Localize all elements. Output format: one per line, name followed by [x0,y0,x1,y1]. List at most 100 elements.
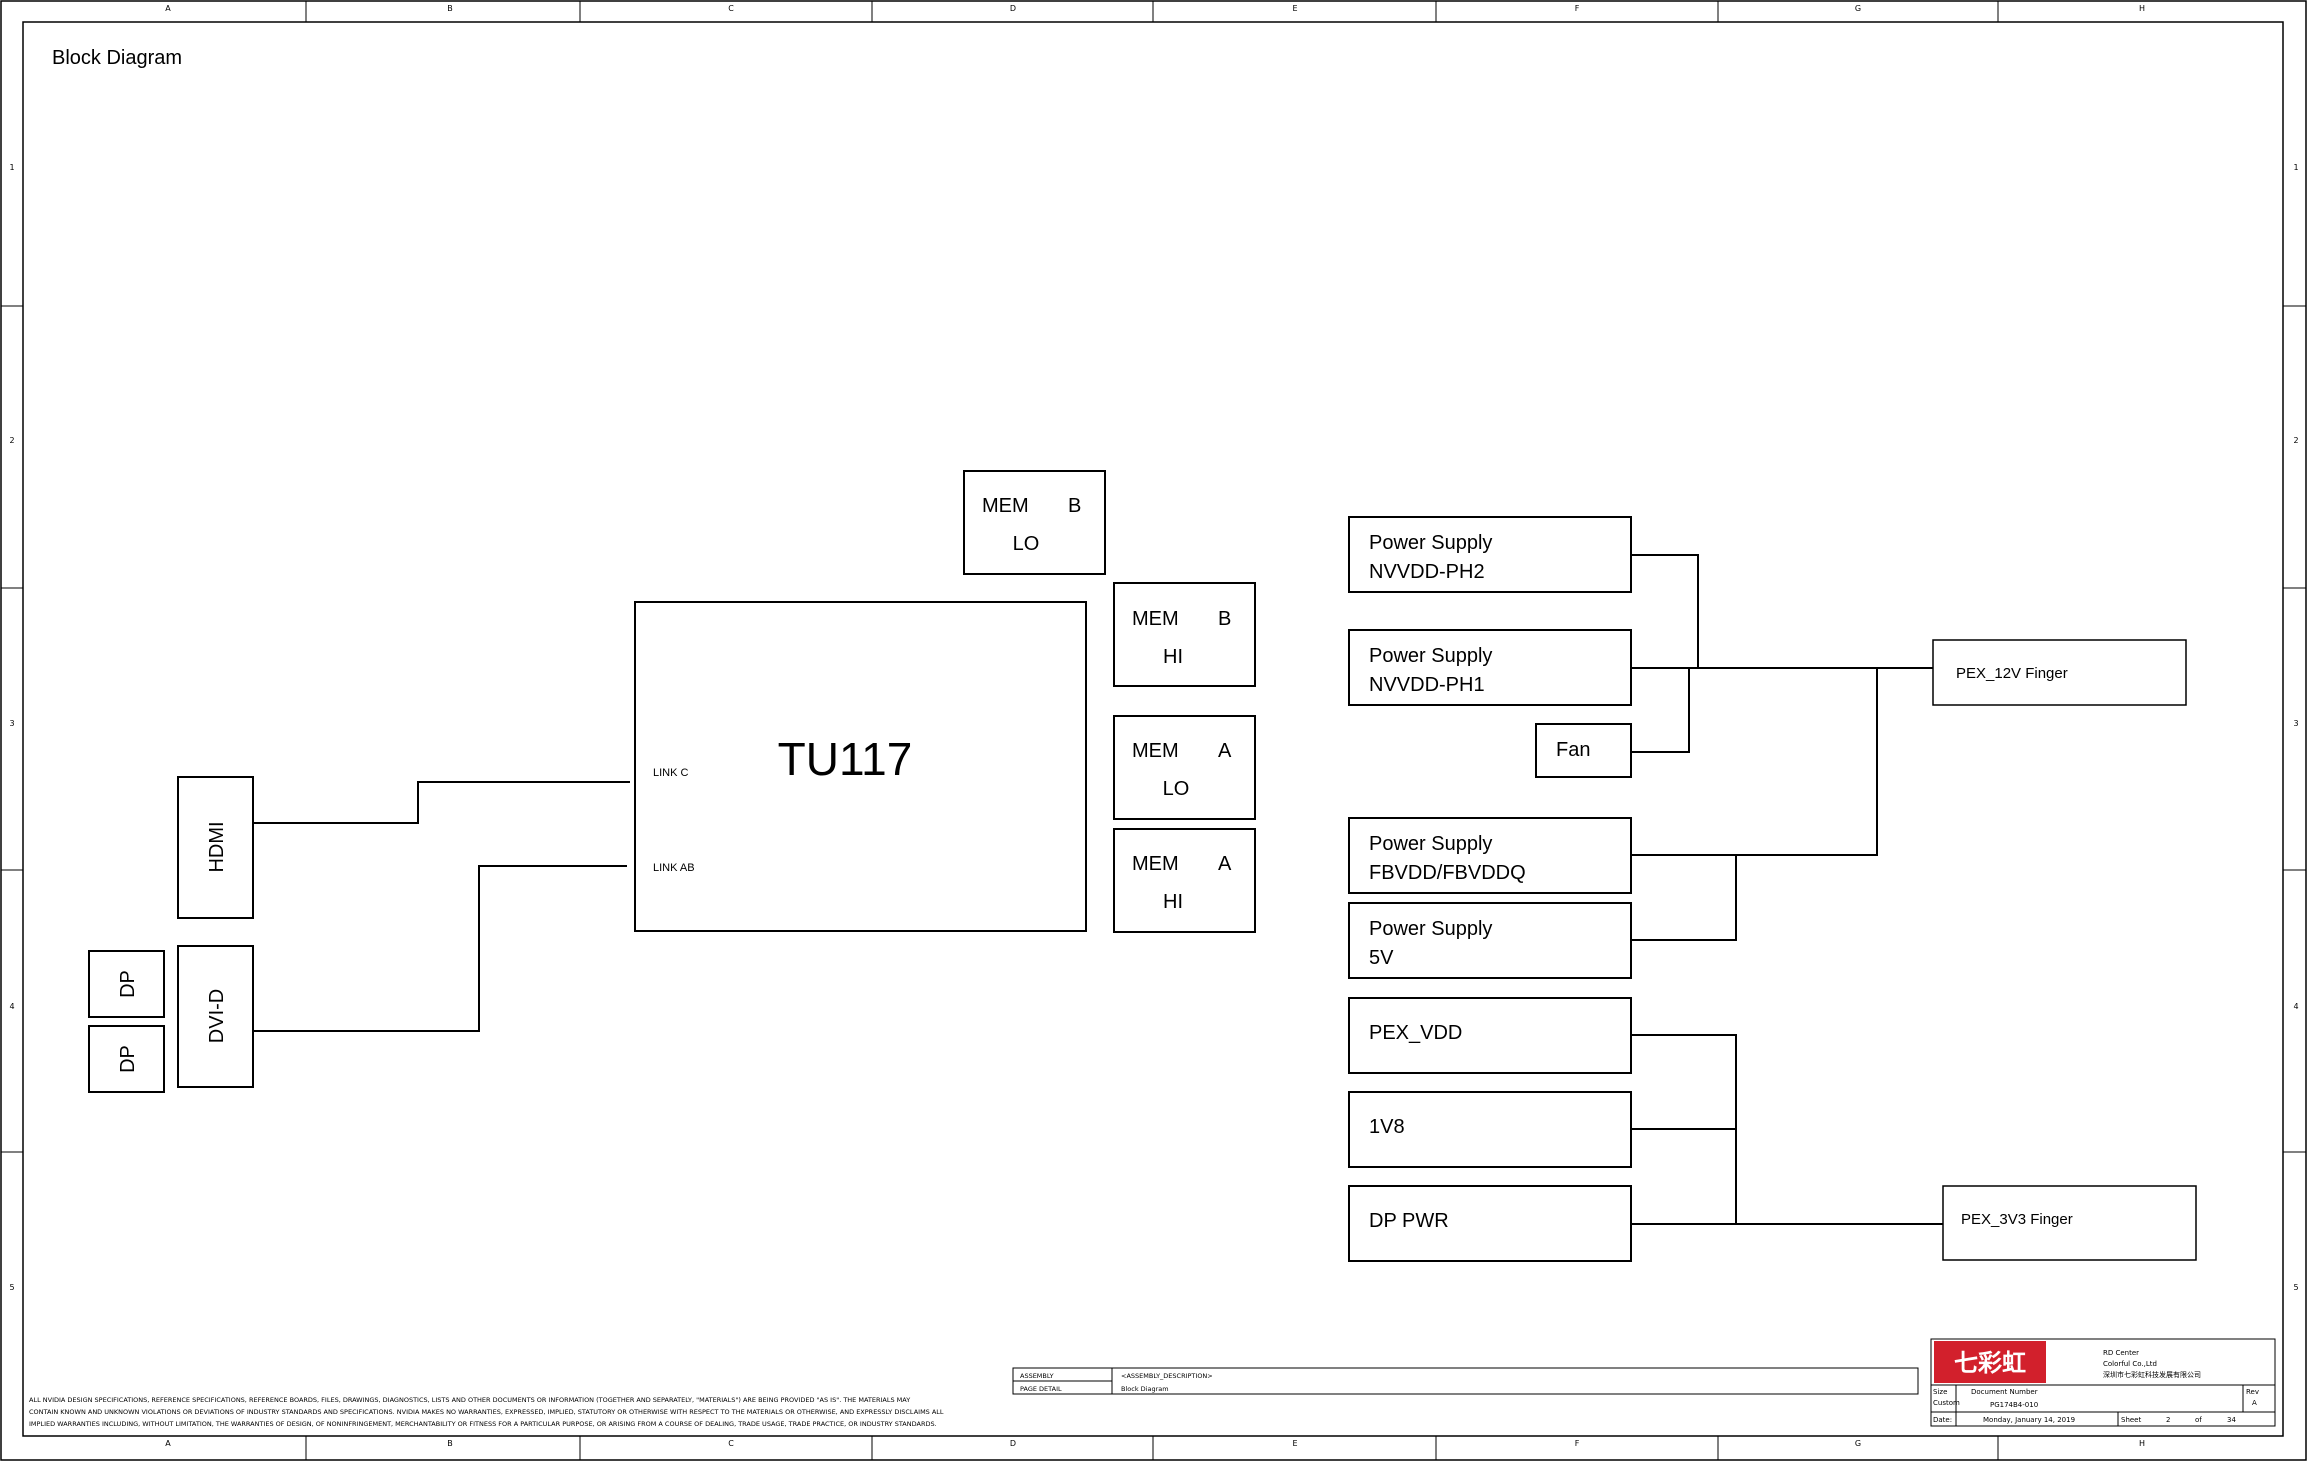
size-label: Size [1933,1388,1947,1396]
ps-fbvdd-box[interactable] [1348,817,1632,894]
ps-label: Power Supply [1369,918,1492,940]
dp-connector-2[interactable] [88,1025,165,1093]
row-label: 4 [9,1002,14,1011]
memory-a-lo-box[interactable] [1113,715,1256,820]
assembly-block [1012,1367,1919,1395]
dp-label-2: DP [117,1045,139,1073]
company: Colorful Co.,Ltd [2103,1360,2157,1368]
dp-pwr[interactable]: DP PWR [1348,1185,1632,1262]
dp-label-1: DP [117,970,139,998]
pex-vdd-label: PEX_VDD [1369,1022,1462,1044]
dp-pwr-box[interactable] [1348,1185,1632,1262]
dp-connector-1[interactable] [88,950,165,1018]
dvi-connector[interactable] [177,945,254,1088]
memory-a-hi[interactable]: MEM A HI [1113,828,1256,933]
pex-vdd[interactable]: PEX_VDD [1348,997,1632,1074]
fan-box[interactable] [1535,723,1632,778]
row-label: 3 [2293,719,2298,728]
logo-background [1934,1341,2046,1383]
date-value: Monday, January 14, 2019 [1983,1416,2075,1424]
hdmi-connector[interactable] [177,776,254,919]
memory-bank: B [1068,495,1081,517]
hdmi-label: HDMI [206,821,228,872]
sheet-label: Sheet [2121,1416,2141,1424]
row-label: 3 [9,719,14,728]
gpu-link-ab-label: LINK AB [653,862,695,874]
sheet-total: 34 [2227,1416,2236,1424]
ps-nvvdd-ph1-box[interactable] [1348,629,1632,706]
rail-1v8-label: 1V8 [1369,1116,1405,1138]
ps-5v[interactable]: Power Supply 5V [1348,902,1632,979]
memory-b-hi[interactable]: MEM B HI [1113,582,1256,687]
memory-a-lo[interactable]: MEM A LO [1113,715,1256,820]
page-detail-value: Block Diagram [1121,1385,1169,1393]
pex-3v3-finger[interactable]: PEX_3V3 Finger [1942,1185,2197,1261]
col-label: D [1010,4,1016,13]
pex-3v3-label: PEX_3V3 Finger [1961,1211,2073,1228]
col-label: D [1010,1439,1016,1448]
ps-nvvdd-ph1[interactable]: Power Supply NVVDD-PH1 [1348,629,1632,706]
date-label: Date: [1933,1416,1952,1424]
row-labels: 1 2 3 4 5 1 2 3 4 5 [9,163,2298,1292]
col-label: B [447,1439,453,1448]
memory-label: MEM [1132,608,1179,630]
pex-12v-label: PEX_12V Finger [1956,665,2068,682]
disclaimer-line: IMPLIED WARRANTIES INCLUDING, WITHOUT LI… [29,1420,937,1428]
memory-label: MEM [1132,740,1179,762]
gpu-block[interactable] [634,601,1087,932]
memory-half: LO [1163,778,1190,800]
dept: RD Center [2103,1349,2139,1357]
memory-half: HI [1163,646,1183,668]
assembly-label: ASSEMBLY [1020,1372,1054,1380]
col-label: C [728,1439,734,1448]
col-label: G [1855,1439,1861,1448]
memory-b-lo[interactable]: MEM B LO [963,470,1106,575]
gpu-name: TU117 [778,733,913,785]
row-label: 2 [9,436,14,445]
ps-nvvdd-ph2-box[interactable] [1348,516,1632,593]
row-label: 5 [9,1283,14,1292]
memory-half: HI [1163,891,1183,913]
fan[interactable]: Fan [1535,723,1632,778]
doc-number: PG174B4-010 [1990,1401,2038,1409]
page-detail-label: PAGE DETAIL [1020,1385,1062,1393]
doc-number-label: Document Number [1971,1388,2038,1396]
company-cn: 深圳市七彩虹科技发展有限公司 [2103,1370,2201,1379]
ps-nvvdd-ph2[interactable]: Power Supply NVVDD-PH2 [1348,516,1632,593]
col-label: F [1575,1439,1580,1448]
row-label: 4 [2293,1002,2298,1011]
pex-12v-box[interactable] [1932,639,2187,706]
wire-dvi-link-ab [253,865,627,1032]
ps-label: Power Supply [1369,532,1492,554]
rail-1v8-box[interactable] [1348,1091,1632,1168]
rev-label: Rev [2246,1388,2259,1396]
size-value: Custom [1933,1399,1960,1407]
ps-label: Power Supply [1369,645,1492,667]
rail-1v8[interactable]: 1V8 [1348,1091,1632,1168]
pex-vdd-box[interactable] [1348,997,1632,1074]
memory-b-hi-box[interactable] [1113,582,1256,687]
gpu-link-c-label: LINK C [653,767,689,779]
title-block-texts: RD Center Colorful Co.,Ltd 深圳市七彩虹科技发展有限公… [1933,1349,2259,1424]
col-label: H [2139,1439,2145,1448]
pex-12v-finger[interactable]: PEX_12V Finger [1932,639,2187,706]
memory-label: MEM [982,495,1029,517]
col-label: B [447,4,453,13]
memory-b-lo-box[interactable] [963,470,1106,575]
ps-fbvdd[interactable]: Power Supply FBVDD/FBVDDQ [1348,817,1632,894]
row-label: 1 [2293,163,2298,172]
ps-label: Power Supply [1369,833,1492,855]
memory-a-hi-box[interactable] [1113,828,1256,933]
sheet-number: 2 [2166,1416,2170,1424]
ps-5v-box[interactable] [1348,902,1632,979]
ps-rail: NVVDD-PH2 [1369,561,1485,583]
dp-pwr-label: DP PWR [1369,1210,1449,1232]
memory-bank: A [1218,740,1232,762]
memory-label: MEM [1132,853,1179,875]
pex-3v3-box[interactable] [1942,1185,2197,1261]
col-label: E [1292,4,1297,13]
col-label: H [2139,4,2145,13]
row-label: 5 [2293,1283,2298,1292]
col-label: E [1292,1439,1297,1448]
